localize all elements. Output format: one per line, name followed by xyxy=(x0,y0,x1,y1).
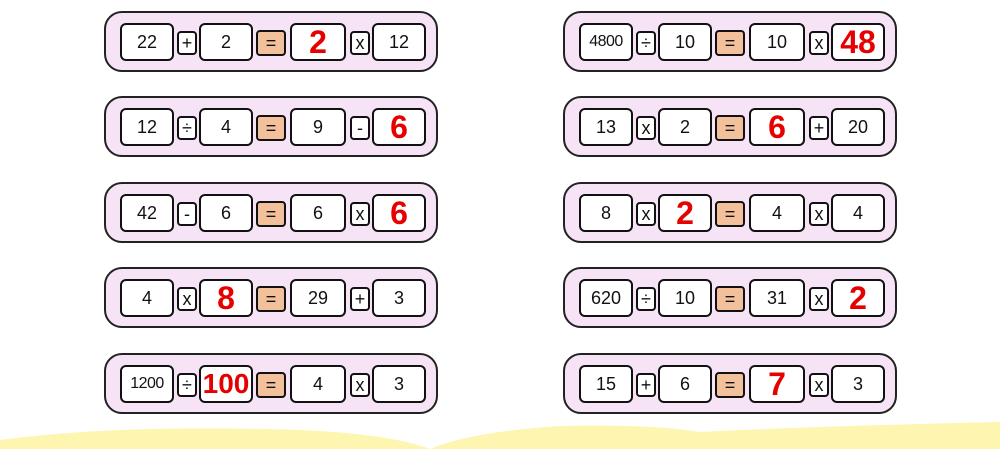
number-box: 10 xyxy=(749,23,805,61)
operator-box: ÷ xyxy=(636,31,656,55)
answer-box: 48 xyxy=(831,23,885,61)
equals-sign-box: = xyxy=(715,201,745,227)
operator-box: x xyxy=(809,287,829,311)
number-box: 12 xyxy=(372,23,426,61)
operator-box: x xyxy=(809,373,829,397)
number-box: 12 xyxy=(120,108,174,146)
operator-box: + xyxy=(809,116,829,140)
equals-sign-box: = xyxy=(715,286,745,312)
operator-box: - xyxy=(350,116,370,140)
operator-box: x xyxy=(350,31,370,55)
operator-box: x xyxy=(177,287,197,311)
number-box: 9 xyxy=(290,108,346,146)
number-box: 3 xyxy=(372,365,426,403)
number-box: 6 xyxy=(658,365,712,403)
number-box: 10 xyxy=(658,23,712,61)
equals-sign-box: = xyxy=(256,201,286,227)
number-box: 42 xyxy=(120,194,174,232)
operator-box: x xyxy=(636,116,656,140)
operator-box: ÷ xyxy=(636,287,656,311)
operator-box: x xyxy=(350,202,370,226)
operator-box: ÷ xyxy=(177,116,197,140)
number-box: 6 xyxy=(290,194,346,232)
number-box: 15 xyxy=(579,365,633,403)
number-box: 29 xyxy=(290,279,346,317)
equals-sign-box: = xyxy=(715,30,745,56)
equals-sign-box: = xyxy=(256,372,286,398)
number-box: 4800 xyxy=(579,23,633,61)
number-box: 3 xyxy=(372,279,426,317)
equals-sign-box: = xyxy=(256,286,286,312)
equals-sign-box: = xyxy=(256,115,286,141)
operator-box: x xyxy=(809,202,829,226)
answer-box: 6 xyxy=(749,108,805,146)
number-box: 10 xyxy=(658,279,712,317)
operator-box: x xyxy=(636,202,656,226)
number-box: 3 xyxy=(831,365,885,403)
answer-box: 2 xyxy=(831,279,885,317)
number-box: 620 xyxy=(579,279,633,317)
equals-sign-box: = xyxy=(715,372,745,398)
number-box: 4 xyxy=(120,279,174,317)
number-box: 6 xyxy=(199,194,253,232)
operator-box: x xyxy=(350,373,370,397)
number-box: 4 xyxy=(749,194,805,232)
answer-box: 6 xyxy=(372,194,426,232)
operator-box: ÷ xyxy=(177,373,197,397)
operator-box: + xyxy=(350,287,370,311)
answer-box: 100 xyxy=(199,365,253,403)
equals-sign-box: = xyxy=(715,115,745,141)
answer-box: 2 xyxy=(290,23,346,61)
operator-box: x xyxy=(809,31,829,55)
number-box: 8 xyxy=(579,194,633,232)
number-box: 20 xyxy=(831,108,885,146)
equals-sign-box: = xyxy=(256,30,286,56)
operator-box: - xyxy=(177,202,197,226)
answer-box: 2 xyxy=(658,194,712,232)
answer-box: 7 xyxy=(749,365,805,403)
number-box: 1200 xyxy=(120,365,174,403)
number-box: 13 xyxy=(579,108,633,146)
number-box: 4 xyxy=(831,194,885,232)
number-box: 4 xyxy=(290,365,346,403)
number-box: 2 xyxy=(199,23,253,61)
operator-box: + xyxy=(177,31,197,55)
number-box: 2 xyxy=(658,108,712,146)
operator-box: + xyxy=(636,373,656,397)
answer-box: 6 xyxy=(372,108,426,146)
number-box: 31 xyxy=(749,279,805,317)
left-equation-row-2: 12÷4=9-6 xyxy=(104,96,438,157)
answer-box: 8 xyxy=(199,279,253,317)
number-box: 22 xyxy=(120,23,174,61)
number-box: 4 xyxy=(199,108,253,146)
